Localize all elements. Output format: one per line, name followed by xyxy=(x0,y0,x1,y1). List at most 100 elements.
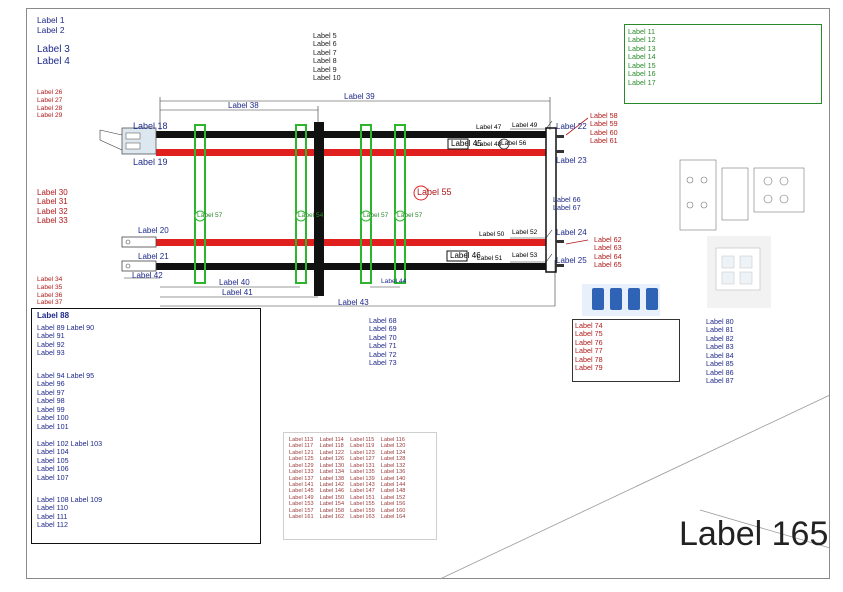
wire-black-top xyxy=(156,131,546,138)
color-table-cell: Label 129 xyxy=(289,462,314,469)
flat-plug-note-small: Label 34 Label 35 Label 36 Label 37 xyxy=(37,276,63,307)
wire-color-rt-mid: Label 50 xyxy=(479,231,505,238)
color-table-row: Label 157 Label 158 Label 159 Label 160 xyxy=(289,508,411,514)
material-item-4: Label 102 Label 103 Label 104 Label 105 … xyxy=(37,439,103,482)
wire-color-rt-top: Label 48 xyxy=(476,141,502,148)
callout-4 xyxy=(498,138,510,150)
wire-xsec-top: Label 49 xyxy=(512,122,538,129)
color-table-cell: Label 152 xyxy=(380,494,406,501)
universal-top-note: Label 58 Label 59 Label 60 Label 61 xyxy=(590,111,618,146)
dim-245: Label 40 xyxy=(219,278,250,287)
w1-label-box xyxy=(447,138,469,150)
callout-number-5a: Label 57 xyxy=(197,212,223,219)
color-table-cell: Label 157 xyxy=(289,507,314,514)
callout-circles xyxy=(194,210,406,222)
dim-590: Label 43 xyxy=(338,298,369,307)
color-table-cell: Label 138 xyxy=(319,475,345,482)
dim-570: Label 39 xyxy=(344,92,375,101)
color-table-cell: Label 164 xyxy=(380,514,406,521)
dim-250: Label 41 xyxy=(222,288,253,297)
housing-drawing xyxy=(679,159,805,231)
color-table-cell: Label 145 xyxy=(289,488,314,495)
attention-note: Label 11 Label 12 Label 13 Label 14 Labe… xyxy=(628,27,656,87)
color-table-cell: Label 133 xyxy=(289,469,314,476)
sealed-note: Label 66 Label 67 xyxy=(553,195,581,213)
callout-number-4: Label 56 xyxy=(501,140,527,147)
w1-label: Label 45 xyxy=(451,139,482,148)
color-table-cell: Label 155 xyxy=(350,501,375,508)
housing-note: Label 80 Label 81 Label 82 Label 83 Labe… xyxy=(706,317,734,386)
title-block-line xyxy=(699,509,831,549)
color-table-cell: Label 117 xyxy=(289,443,314,450)
connector-m1-plus: Label 20 xyxy=(138,226,169,235)
color-table-cell: Label 163 xyxy=(350,514,375,521)
wire-xsec-mid1: Label 52 xyxy=(512,229,538,236)
material-box xyxy=(31,308,261,544)
color-table-cell: Label 136 xyxy=(380,469,406,476)
color-table-cell: Label 160 xyxy=(380,507,406,514)
mounted-note: Label 5 Label 6 Label 7 Label 8 Label 9 … xyxy=(313,31,341,83)
wire-black-bottom xyxy=(156,263,546,270)
color-table-cell: Label 144 xyxy=(380,481,406,488)
callout-number-5c: Label 57 xyxy=(397,212,423,219)
receptacle-note: Label 26 Label 27 Label 28 Label 29 xyxy=(37,89,63,120)
page-number: Label 165 xyxy=(679,515,829,553)
callout-number-5b: Label 57 xyxy=(363,212,389,219)
color-table-cell: Label 149 xyxy=(289,494,314,501)
connector-xsm1-4: Label 22 xyxy=(556,122,587,131)
wire-color-sw-top: Label 47 xyxy=(476,124,502,131)
wire-xsec-mid2: Label 53 xyxy=(512,252,538,259)
color-table-cell: Label 126 xyxy=(319,456,345,463)
color-table-cell: Label 147 xyxy=(350,488,375,495)
color-table-cell: Label 158 xyxy=(319,507,345,514)
attention-box xyxy=(624,24,822,104)
drawing-frame xyxy=(26,8,830,579)
w2-label-box xyxy=(446,250,468,262)
title-block-line xyxy=(439,394,831,580)
callout-number-3: Label 55 xyxy=(417,187,452,197)
material-item-5: Label 108 Label 109 Label 110 Label 111 … xyxy=(37,495,103,530)
wire-red-bottom xyxy=(156,239,546,246)
color-table-cell: Label 140 xyxy=(380,475,406,482)
callout-3 xyxy=(413,185,429,201)
color-table-cell: Label 114 xyxy=(319,437,344,443)
color-table-cell: Label 134 xyxy=(319,469,345,476)
connector-xsm1-2: Label 25 xyxy=(556,256,587,265)
color-table-cell: Label 159 xyxy=(350,507,375,514)
color-table-cell: Label 132 xyxy=(380,462,406,469)
color-table-cell: Label 122 xyxy=(319,449,345,456)
dim-80: Label 42 xyxy=(132,271,163,280)
w2-spec: Label 68 Label 69 Label 70 Label 71 Labe… xyxy=(369,316,397,368)
color-table-cell: Label 153 xyxy=(289,501,314,508)
color-table-cell: Label 121 xyxy=(289,449,314,456)
color-table-cell: Label 124 xyxy=(380,449,406,456)
color-table-cell: Label 139 xyxy=(350,475,375,482)
callout-number-2: Label 54 xyxy=(298,212,324,219)
connector-m1-minus: Label 21 xyxy=(138,252,169,261)
color-table-cell: Label 130 xyxy=(319,462,345,469)
color-table-cell: Label 115 xyxy=(350,437,375,443)
connector-xsm1-1: Label 24 xyxy=(556,228,587,237)
dimension-lines xyxy=(124,97,556,307)
color-table-cell: Label 142 xyxy=(319,481,345,488)
connector-xsm1-3: Label 23 xyxy=(556,156,587,165)
w2-label: Label 46 xyxy=(450,251,481,260)
material-item-2: Label 89 Label 90 Label 91 Label 92 Labe… xyxy=(37,323,95,358)
wire-color-sw-mid: Label 51 xyxy=(477,255,503,262)
dim-20: Label 44 xyxy=(381,278,407,285)
color-table-cell: Label 148 xyxy=(380,488,406,495)
housing-outline xyxy=(545,127,557,273)
color-table-cell: Label 131 xyxy=(350,462,375,469)
sealing-box xyxy=(572,319,680,382)
